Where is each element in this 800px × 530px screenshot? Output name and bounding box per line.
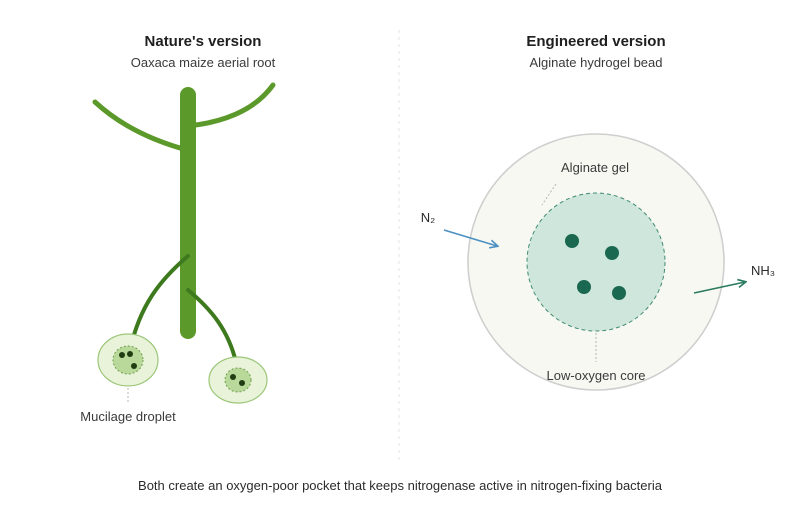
nh3-label: NH₃ (751, 263, 775, 278)
engineered-title: Engineered version (526, 33, 665, 50)
droplet-label: Mucilage droplet (80, 409, 176, 424)
mucilage-droplet-left (97, 333, 159, 387)
bacterium (612, 286, 626, 300)
nature-subtitle: Oaxaca maize aerial root (131, 55, 276, 70)
engineered-subtitle: Alginate hydrogel bead (530, 55, 663, 70)
bacterium (239, 380, 245, 386)
maize-aerial-root (92, 82, 276, 364)
n2-label: N₂ (421, 210, 435, 225)
low-oxygen-core (526, 192, 666, 332)
upper-right-branch (185, 82, 276, 129)
bacterium (230, 374, 236, 380)
bacterium (131, 363, 137, 369)
droplet-inner-pocket (224, 367, 252, 393)
engineered-panel: Engineered version Alginate hydrogel bea… (421, 33, 775, 391)
droplet-inner-pocket (112, 345, 144, 375)
gel-leader-line (541, 183, 557, 206)
main-stem (180, 87, 196, 339)
alginate-gel-label: Alginate gel (561, 160, 629, 175)
lower-right-root (186, 288, 238, 364)
nature-panel: Nature's version Oaxaca maize aerial roo… (80, 33, 275, 424)
diagram-caption: Both create an oxygen-poor pocket that k… (138, 478, 663, 493)
n2-inflow-arrow (443, 229, 497, 246)
nature-title: Nature's version (145, 33, 262, 50)
bacterium (577, 280, 591, 294)
mucilage-droplet-right (208, 356, 268, 404)
bacterium (565, 234, 579, 248)
nh3-outflow-arrow (693, 282, 745, 294)
upper-left-branch (92, 99, 190, 153)
core-label: Low-oxygen core (547, 368, 646, 383)
bacterium (127, 351, 133, 357)
bacterium (119, 352, 125, 358)
bacterium (605, 246, 619, 260)
